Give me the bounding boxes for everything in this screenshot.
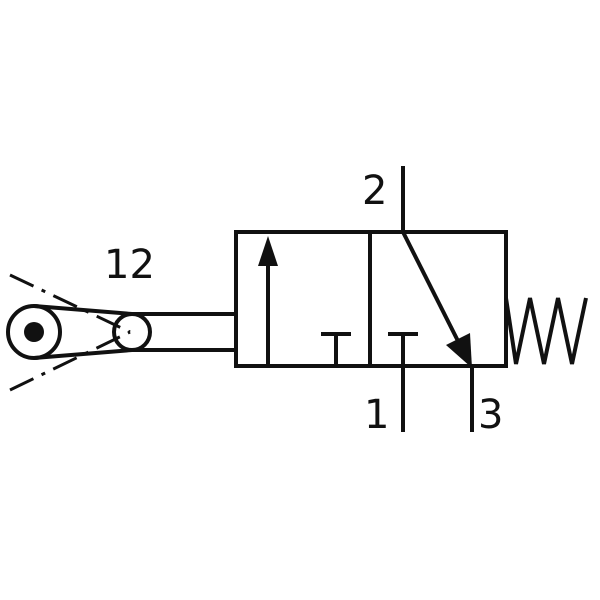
port-2-label: 2 — [362, 168, 387, 214]
actuator-dashdot-lower — [9, 330, 131, 392]
lever-arm-lower — [33, 348, 133, 360]
lever-arm-upper — [33, 304, 133, 316]
flow-arrow-diagonal-shaft — [401, 231, 462, 346]
port-3-label: 3 — [478, 392, 503, 438]
pilot-label: 12 — [104, 242, 155, 288]
port-1-label: 1 — [364, 392, 389, 438]
roller-center-dot — [24, 322, 44, 342]
lever-pivot — [112, 312, 152, 352]
actuator-dashdot-upper — [9, 273, 131, 334]
port-lines — [401, 166, 474, 432]
return-spring — [504, 297, 588, 365]
right-position-square — [388, 231, 472, 368]
flow-arrow-up-head — [258, 236, 278, 266]
roller-lever-actuator — [6, 273, 236, 392]
flow-arrow-diagonal-head — [446, 333, 472, 368]
left-position-square — [258, 236, 351, 366]
